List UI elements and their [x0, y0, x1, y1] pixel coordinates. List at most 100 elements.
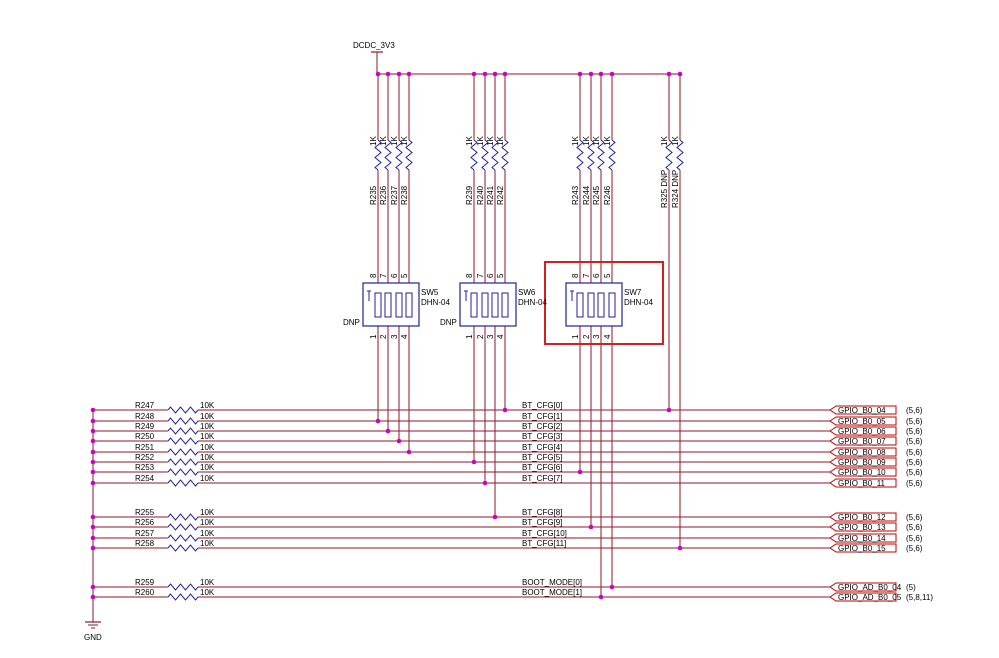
- port-refs: (5,6): [906, 417, 923, 426]
- wires: [85, 51, 830, 629]
- switch-pin-top: 8: [465, 273, 474, 278]
- net-signal-label: BOOT_MODE[1]: [522, 588, 582, 597]
- junction-dot: [90, 594, 96, 600]
- parts: [167, 139, 897, 602]
- pullup-value: 1K: [379, 136, 388, 146]
- pulldown-resistor: [167, 417, 199, 425]
- dip-switch-lever: [405, 292, 413, 318]
- pullup-resistor: [491, 139, 499, 171]
- junction-nodes: [90, 71, 683, 600]
- port-name: GPIO_B0_12: [838, 513, 886, 522]
- junction-dot: [90, 480, 96, 486]
- switch-pin-top: 6: [592, 273, 601, 278]
- pullup-ref: R235: [369, 185, 378, 205]
- net-signal-label: BT_CFG[3]: [522, 432, 562, 441]
- pulldown-value: 10K: [200, 463, 215, 472]
- port-name: GPIO_B0_07: [838, 437, 886, 446]
- port-flag: [829, 426, 897, 436]
- pullup-ref: R242: [496, 185, 505, 205]
- switch-pin-bottom: 1: [571, 334, 580, 339]
- switch-part: DHN-04: [518, 298, 547, 307]
- pulldown-value: 10K: [200, 412, 215, 421]
- dip-switch-body: [565, 282, 623, 327]
- pullup-ref: R244: [582, 185, 591, 205]
- junction-dot: [598, 594, 604, 600]
- switch-pin-bottom: 2: [582, 334, 591, 339]
- junction-dot: [471, 459, 477, 465]
- port-name: GPIO_B0_15: [838, 544, 886, 553]
- switch-pin-bottom: 3: [390, 334, 399, 339]
- dnp-pullup-value: 1K: [671, 136, 680, 146]
- port-name: GPIO_B0_14: [838, 534, 886, 543]
- switch-part: DHN-04: [421, 298, 450, 307]
- junction-dot: [90, 449, 96, 455]
- pulldown-resistor: [167, 583, 199, 591]
- pulldown-ref: R253: [135, 463, 155, 472]
- junction-dot: [406, 71, 412, 77]
- port-refs: (5,6): [906, 479, 923, 488]
- junction-dot: [577, 71, 583, 77]
- dnp-pullup-value: 1K: [660, 136, 669, 146]
- pulldown-resistor: [167, 513, 199, 521]
- net-signal-label: BT_CFG[6]: [522, 463, 562, 472]
- port-name: GPIO_AD_B0_04: [838, 583, 902, 592]
- pullup-value: 1K: [369, 136, 378, 146]
- switch-pin-top: 8: [571, 273, 580, 278]
- net-signal-label: BT_CFG[1]: [522, 412, 562, 421]
- switch-pin-bottom: 3: [592, 334, 601, 339]
- junction-dot: [90, 418, 96, 424]
- switch-pin-bottom: 2: [379, 334, 388, 339]
- pullup-resistor: [587, 139, 595, 171]
- junction-dot: [482, 480, 488, 486]
- port-flag: [829, 533, 897, 543]
- junction-dot: [90, 514, 96, 520]
- pulldown-ref: R257: [135, 529, 155, 538]
- pulldown-resistor: [167, 523, 199, 531]
- junction-dot: [492, 514, 498, 520]
- pullup-value: 1K: [400, 136, 409, 146]
- pullup-ref: R238: [400, 185, 409, 205]
- port-refs: (5,6): [906, 437, 923, 446]
- junction-dot: [90, 524, 96, 530]
- switch-pin-bottom: 1: [369, 334, 378, 339]
- net-signal-label: BT_CFG[11]: [522, 539, 566, 548]
- dnp-pullup-ref: R325 DNP: [660, 170, 669, 208]
- pullup-value: 1K: [476, 136, 485, 146]
- junction-dot: [492, 71, 498, 77]
- switch-dnp: DNP: [343, 318, 360, 327]
- dip-switch-body: [362, 282, 420, 327]
- switch-pin-top: 5: [496, 273, 505, 278]
- dip-switch-lever: [384, 292, 392, 318]
- junction-dot: [90, 545, 96, 551]
- pullup-value: 1K: [603, 136, 612, 146]
- junction-dot: [396, 438, 402, 444]
- pullup-value: 1K: [571, 136, 580, 146]
- junction-dot: [406, 449, 412, 455]
- pulldown-resistor: [167, 406, 199, 414]
- dip-switch-lever: [597, 292, 605, 318]
- pulldown-resistor: [167, 544, 199, 552]
- switch-pin-top: 8: [369, 273, 378, 278]
- pulldown-ref: R250: [135, 432, 155, 441]
- port-refs: (5,6): [906, 468, 923, 477]
- port-flag: [829, 416, 897, 426]
- port-refs: (5,6): [906, 406, 923, 415]
- pullup-resistor: [501, 139, 509, 171]
- port-flag: [829, 457, 897, 467]
- port-flag: [829, 478, 897, 488]
- port-name: GPIO_B0_06: [838, 427, 886, 436]
- dip-switch-lever: [481, 292, 489, 318]
- pulldown-ref: R248: [135, 412, 155, 421]
- pulldown-ref: R247: [135, 401, 155, 410]
- junction-dot: [598, 71, 604, 77]
- net-signal-label: BT_CFG[7]: [522, 474, 562, 483]
- switch-pin-bottom: 2: [476, 334, 485, 339]
- junction-dot: [677, 71, 683, 77]
- pulldown-resistor: [167, 427, 199, 435]
- junction-dot: [90, 535, 96, 541]
- switch-pin-top: 7: [476, 273, 485, 278]
- junction-dot: [609, 584, 615, 590]
- pulldown-resistor: [167, 479, 199, 487]
- port-name: GPIO_B0_09: [838, 458, 886, 467]
- net-signal-label: BT_CFG[10]: [522, 529, 567, 538]
